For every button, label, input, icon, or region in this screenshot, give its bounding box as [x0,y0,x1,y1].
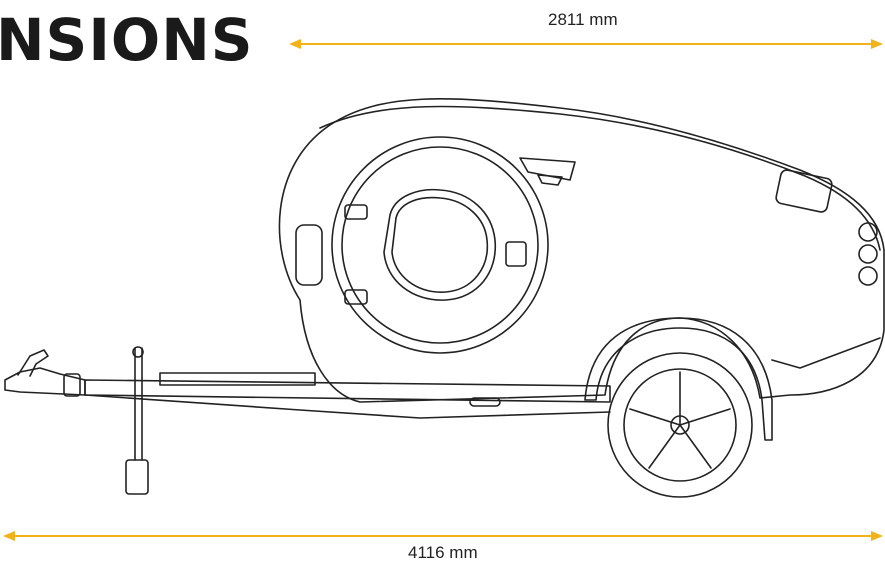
door-inner-ring [341,146,539,344]
rear-light-bottom [858,266,878,286]
body-roofline [319,105,881,251]
chassis-frame [84,379,611,403]
rear-light-top [858,222,878,242]
stone-guard [159,372,316,386]
door-window-inner [391,196,489,293]
jockey-wheel [125,459,149,495]
chassis-slot [469,397,501,407]
trailer-body [278,98,885,403]
door-handle [505,241,527,267]
height-dimension-arrow [289,39,883,49]
rear-bumper [771,337,881,369]
hitch-spring [63,373,81,397]
chassis-lower [84,394,611,419]
door-window [383,188,497,301]
side-vent [519,157,576,181]
wheel-tire [607,352,753,498]
door-hinge-bottom [344,289,368,305]
rear-side-handle [775,169,833,213]
length-dimension-label: 4116 mm [408,543,478,562]
wheel-fender [584,317,773,441]
side-vent-small [537,174,563,186]
jockey-handle [132,346,144,358]
height-dimension-label: 2811 mm [548,10,618,29]
page-title: NSIONS [0,6,254,74]
wheel-spokes [629,371,731,469]
rear-light-mid [858,244,878,264]
hitch-coupling [4,367,86,396]
door-outer-ring [331,136,549,354]
front-side-panel [295,224,323,286]
length-dimension-arrow [3,531,883,541]
hitch-lever [17,349,49,377]
wheel-rim [623,368,737,482]
door-hinge-top [344,204,368,220]
